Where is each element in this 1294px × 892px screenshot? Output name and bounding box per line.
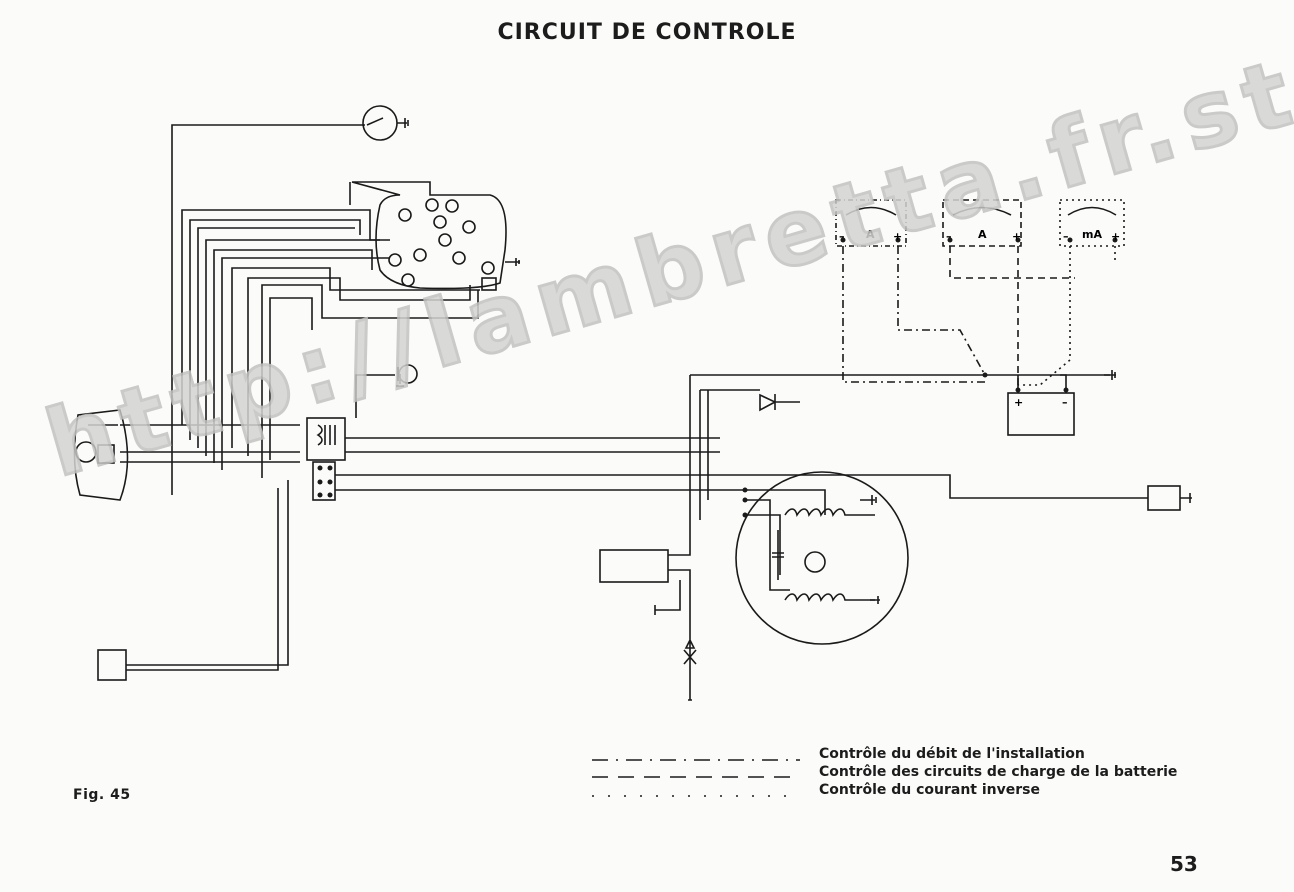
wire-bundle-10 (261, 284, 479, 478)
figure-label: Fig. 45 (73, 787, 131, 803)
wire-bundle-5 (205, 239, 380, 456)
meter-2 (942, 199, 1022, 247)
wire-bundle-8 (231, 267, 480, 448)
page-title: CIRCUIT DE CONTROLE (497, 20, 797, 45)
meter-1-plus: + (893, 230, 902, 243)
meter-1-minus: – (839, 230, 845, 243)
ignition-coil (599, 549, 669, 583)
meter-2-unit: A (978, 228, 987, 241)
rectifier (759, 393, 777, 412)
magneto-stator (735, 471, 909, 645)
meter-3 (1059, 199, 1125, 247)
top-lamp (362, 105, 398, 141)
wire-bundle-11 (269, 297, 313, 460)
indicator-lamp (1147, 485, 1181, 511)
switch-terminal-block (481, 277, 497, 291)
meter-1-unit: A (866, 228, 875, 241)
tail-lamp (97, 649, 127, 681)
legend-text: Contrôle du courant inverse (819, 782, 1040, 798)
switch-contacts (388, 198, 495, 287)
voltage-regulator (306, 417, 346, 461)
battery-plus: + (1014, 396, 1023, 409)
battery (1007, 392, 1075, 436)
page-number: 53 (1170, 852, 1198, 876)
wire-bundle-3 (189, 219, 361, 440)
meter-3-unit: mA (1082, 228, 1102, 241)
meter-2-plus: + (1012, 230, 1021, 243)
spark-plug (683, 630, 697, 701)
wire-bundle-7 (221, 257, 395, 470)
meter-2-minus: – (946, 230, 952, 243)
wire-bundle-1 (171, 124, 365, 495)
legend-text: Contrôle des circuits de charge de la ba… (819, 764, 1178, 780)
wire-bundle-6 (213, 249, 373, 463)
regulator-terminal-block (312, 461, 336, 501)
legend-item: Contrôle du débit de l'installation (585, 746, 1225, 766)
horn (355, 374, 395, 418)
battery-minus: – (1062, 396, 1068, 409)
legend-text: Contrôle du débit de l'installation (819, 746, 1085, 762)
meter-1 (835, 199, 907, 247)
legend-item: Contrôle des circuits de charge de la ba… (585, 764, 1225, 784)
contact-breaker (804, 551, 826, 573)
wire-bundle-4 (197, 227, 355, 448)
alternator-unit (73, 409, 129, 501)
meter-3-plus: + (1111, 230, 1120, 243)
meter-3-minus: – (1063, 230, 1069, 243)
legend-item: Contrôle du courant inverse (585, 782, 1225, 802)
wire-bundle-9 (247, 277, 471, 456)
